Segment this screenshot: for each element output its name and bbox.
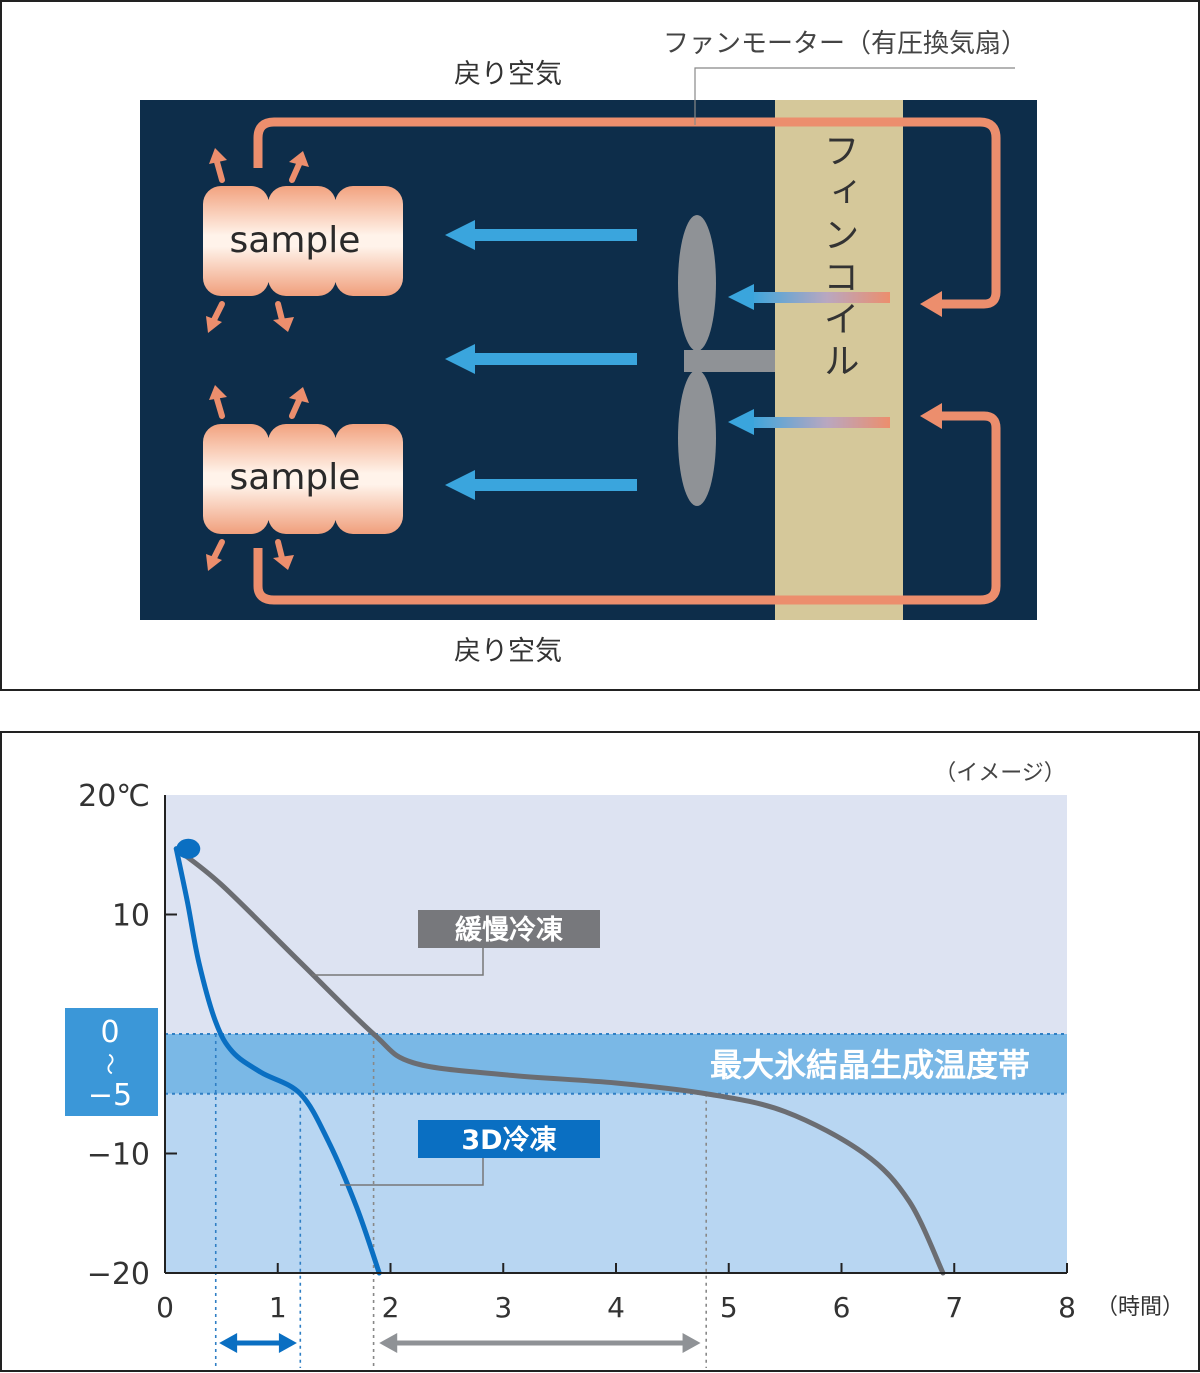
fast-freeze-label-box <box>418 1120 600 1158</box>
freezer-airflow-diagram: 戻り空気 戻り空気 ファンモーター（有圧換気扇） sample sample フ… <box>0 0 1200 691</box>
band-range-mid: 〜 <box>96 1053 121 1075</box>
sample-label-2: sample <box>230 457 361 498</box>
band-range-box <box>65 1008 158 1116</box>
outflow-arrows <box>206 148 309 571</box>
image-note: （イメージ） <box>934 761 1066 786</box>
slow-freeze-leader <box>312 948 484 976</box>
return-air-label-bottom: 戻り空気 <box>454 636 562 667</box>
x-tick-label: 4 <box>607 1291 625 1324</box>
band-range-bottom: −5 <box>88 1078 132 1113</box>
return-air-label-top: 戻り空気 <box>454 59 562 90</box>
x-tick-label: 1 <box>269 1291 287 1324</box>
return-air-loop-bottom <box>253 411 1001 605</box>
fin-coil-block <box>775 100 903 620</box>
return-air-arrowhead-top <box>920 291 942 317</box>
slow-freeze-curve <box>173 846 946 1276</box>
fin-coil-label: フィンコイル <box>818 132 859 384</box>
fan-motor-leader-line <box>694 67 1015 125</box>
plot-lower-area <box>165 1093 1067 1273</box>
slow-freeze-label-box <box>418 910 600 948</box>
fast-freeze-label: 3D冷凍 <box>461 1125 556 1156</box>
guide-lines <box>165 1033 1067 1368</box>
fan-motor-label: ファンモーター（有圧換気扇） <box>663 29 1027 59</box>
fast-freeze-leader <box>340 1158 484 1186</box>
band-range-top: 0 <box>100 1015 119 1050</box>
fan-icon <box>678 215 775 506</box>
return-air-loop-top <box>253 117 1001 309</box>
cold-air-arrows <box>445 220 637 500</box>
x-axis-unit-label: （時間） <box>1096 1295 1184 1320</box>
plot-upper-area <box>165 795 1067 1034</box>
chart-series <box>173 838 946 1276</box>
y-tick-label: −20 <box>87 1257 150 1292</box>
start-point-marker <box>176 838 201 859</box>
x-tick-label: 7 <box>945 1291 963 1324</box>
fast-freeze-curve <box>173 846 382 1276</box>
chart-ticks: 0 1 2 3 4 5 6 7 8 10 −10 −20 <box>87 899 1076 1325</box>
x-tick-label: 8 <box>1058 1291 1076 1324</box>
fast-band-duration-arrow-left-head <box>219 1333 238 1353</box>
duration-spans <box>219 1333 701 1353</box>
sample-block-1 <box>203 186 403 296</box>
x-tick-label: 5 <box>720 1291 738 1324</box>
x-tick-label: 3 <box>494 1291 512 1324</box>
x-tick-label: 0 <box>156 1291 174 1324</box>
y-axis-top-label: 20℃ <box>78 779 150 814</box>
slow-freeze-label: 緩慢冷凍 <box>455 915 563 946</box>
band-title: 最大氷結晶生成温度帯 <box>710 1046 1030 1084</box>
freezing-curve-chart: 0 1 2 3 4 5 6 7 8 10 −10 −20 （イメージ） 20℃ （時間） 0 〜 −5… <box>0 731 1200 1372</box>
coil-air-arrows <box>728 284 890 435</box>
return-air-arrowhead-bottom <box>920 403 942 429</box>
x-tick-label: 6 <box>833 1291 851 1324</box>
slow-band-duration-arrow-left-head <box>379 1333 398 1353</box>
y-tick-label: 10 <box>112 899 150 934</box>
y-tick-label: −10 <box>87 1138 150 1173</box>
x-tick-label: 2 <box>382 1291 400 1324</box>
slow-band-duration-arrow-right-head <box>682 1333 701 1353</box>
sample-label-1: sample <box>230 220 361 261</box>
fast-band-duration-arrow-right-head <box>278 1333 297 1353</box>
sample-block-2 <box>203 424 403 534</box>
